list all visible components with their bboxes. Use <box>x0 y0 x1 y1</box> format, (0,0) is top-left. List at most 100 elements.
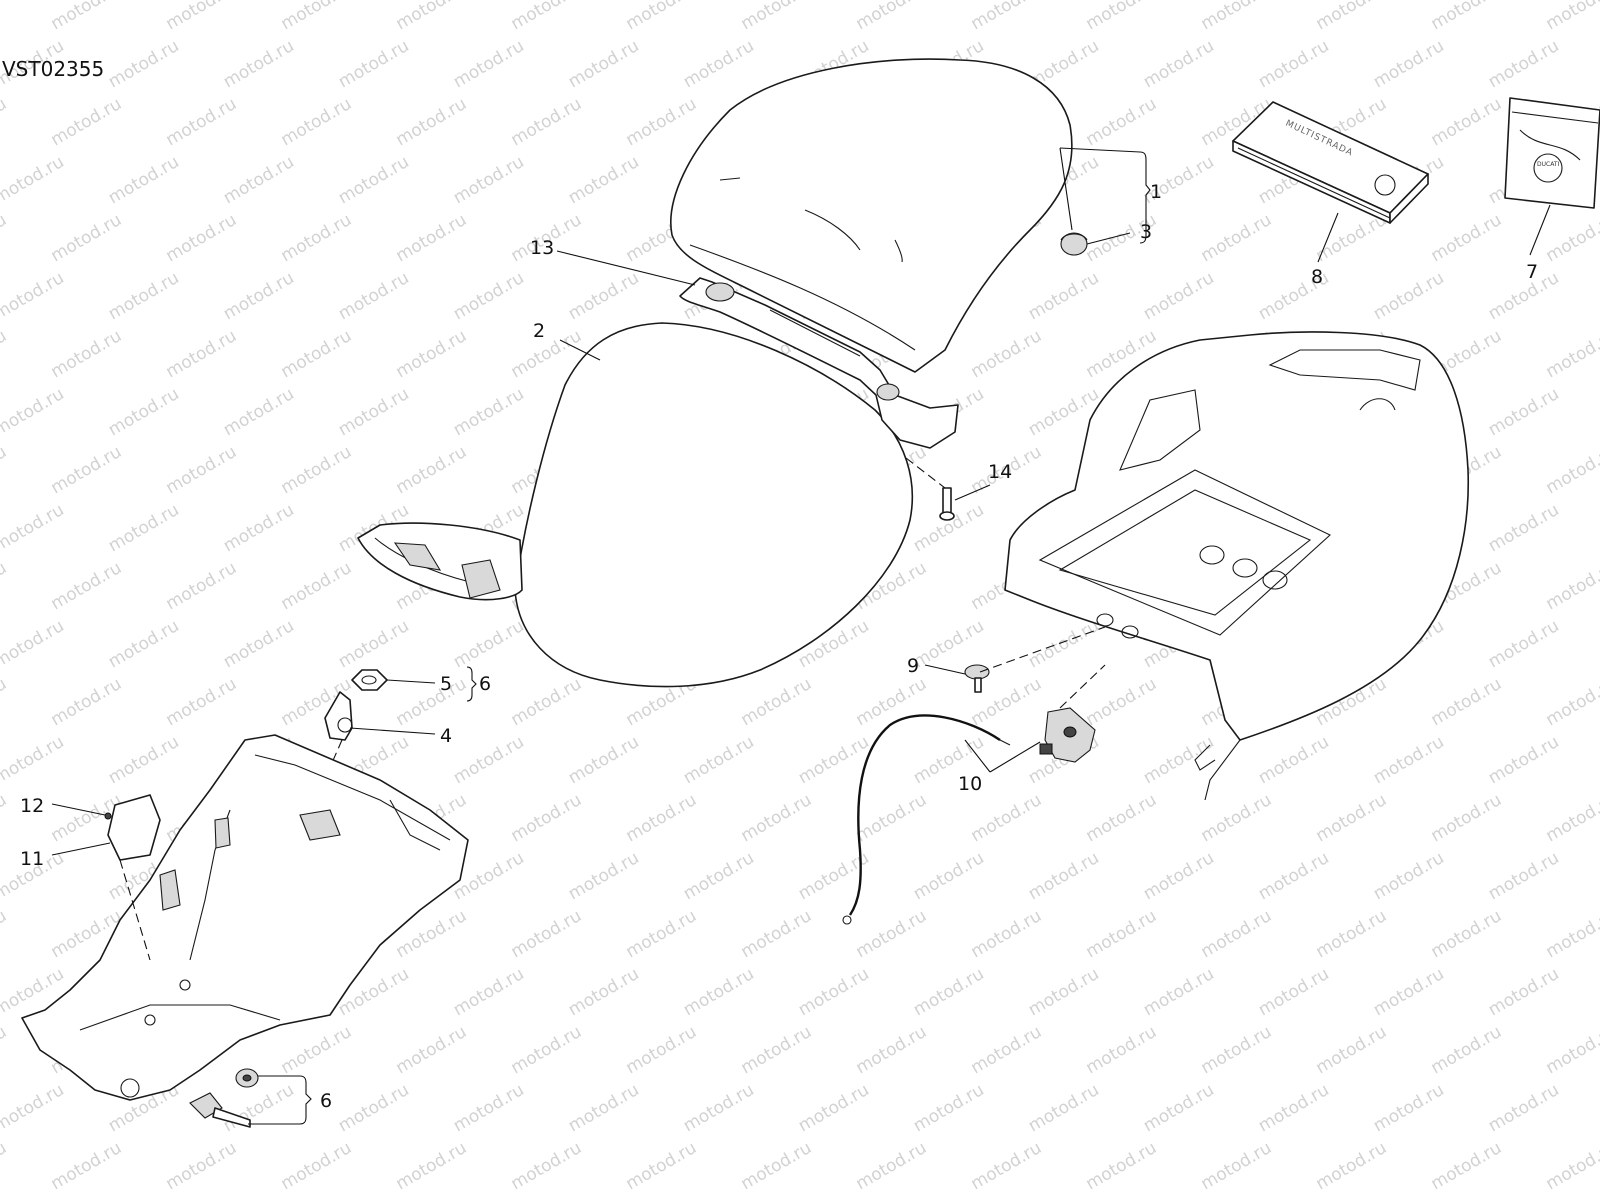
watermark-text: motod.ru <box>1485 732 1563 788</box>
watermark-text: motod.ru <box>738 790 816 846</box>
watermark-text: motod.ru <box>1485 1196 1563 1200</box>
watermark-text: motod.ru <box>1198 1138 1276 1194</box>
watermark-text: motod.ru <box>1025 268 1103 324</box>
watermark-text: motod.ru <box>163 326 241 382</box>
callout-2: 2 <box>533 320 545 342</box>
watermark-text: motod.ru <box>0 906 10 962</box>
watermark-text: motod.ru <box>105 616 183 672</box>
watermark-text: motod.ru <box>105 36 183 92</box>
callout-labels: 1 2 3 4 5 6 6 7 8 9 10 11 12 13 14 <box>20 181 1538 1112</box>
watermark-text: motod.ru <box>968 1022 1046 1078</box>
watermark-text: motod.ru <box>105 152 183 208</box>
watermark-text: motod.ru <box>1485 36 1563 92</box>
callout-6-top: 6 <box>479 673 491 695</box>
watermark-text: motod.ru <box>220 616 298 672</box>
watermark-text: motod.ru <box>1140 732 1218 788</box>
watermark-text: motod.ru <box>0 790 10 846</box>
watermark-text: motod.ru <box>163 0 241 34</box>
watermark-text: motod.ru <box>968 906 1046 962</box>
callout-3: 3 <box>1140 221 1152 243</box>
watermark-text: motod.ru <box>1083 906 1161 962</box>
watermark-text: motod.ru <box>220 268 298 324</box>
watermark-text: motod.ru <box>795 1080 873 1136</box>
watermark-text: motod.ru <box>1198 210 1276 266</box>
watermark-text: motod.ru <box>105 268 183 324</box>
watermark-text: motod.ru <box>393 326 471 382</box>
watermark-text: motod.ru <box>1255 1080 1333 1136</box>
watermark-text: motod.ru <box>163 210 241 266</box>
watermark-text: motod.ru <box>1543 674 1600 730</box>
watermark-text: motod.ru <box>680 732 758 788</box>
watermark-text: motod.ru <box>1485 500 1563 556</box>
watermark-text: motod.ru <box>335 152 413 208</box>
side-cover <box>107 794 161 961</box>
watermark-text: motod.ru <box>220 384 298 440</box>
watermark-text: motod.ru <box>450 1196 528 1200</box>
watermark-text: motod.ru <box>910 1080 988 1136</box>
watermark-text: motod.ru <box>1543 906 1600 962</box>
watermark-text: motod.ru <box>795 964 873 1020</box>
watermark-text: motod.ru <box>1485 384 1563 440</box>
watermark-text: motod.ru <box>853 0 931 34</box>
watermark-text: motod.ru <box>0 94 10 150</box>
watermark-text: motod.ru <box>0 616 68 672</box>
watermark-text: motod.ru <box>105 1196 183 1200</box>
watermark-text: motod.ru <box>450 616 528 672</box>
watermark-text: motod.ru <box>450 964 528 1020</box>
watermark-text: motod.ru <box>565 732 643 788</box>
watermark-text: motod.ru <box>623 1022 701 1078</box>
watermark-text: motod.ru <box>393 1138 471 1194</box>
callout-5: 5 <box>440 673 452 695</box>
watermark-text: motod.ru <box>278 210 356 266</box>
watermark-text: motod.ru <box>1255 36 1333 92</box>
watermark-text: motod.ru <box>1313 790 1391 846</box>
callout-12: 12 <box>20 795 44 817</box>
watermark-text: motod.ru <box>220 1196 298 1200</box>
watermark-text: motod.ru <box>1543 1022 1600 1078</box>
undertray <box>21 734 469 1101</box>
watermark-text: motod.ru <box>335 384 413 440</box>
watermark-text: motod.ru <box>450 268 528 324</box>
watermark-text: motod.ru <box>565 964 643 1020</box>
leader-lines <box>51 147 1551 1125</box>
watermark-text: motod.ru <box>1198 790 1276 846</box>
callout-6-bottom: 6 <box>320 1090 332 1112</box>
watermark-text: motod.ru <box>0 674 10 730</box>
watermark-text: motod.ru <box>1025 616 1103 672</box>
watermark-text: motod.ru <box>163 94 241 150</box>
watermark-text: motod.ru <box>335 268 413 324</box>
watermark-text: motod.ru <box>48 442 126 498</box>
watermark-text: motod.ru <box>853 790 931 846</box>
watermark-text: motod.ru <box>623 906 701 962</box>
watermark-text: motod.ru <box>0 0 10 34</box>
svg-text:DUCATI: DUCATI <box>1537 161 1560 168</box>
watermark-text: motod.ru <box>220 500 298 556</box>
watermark-text: motod.ru <box>393 94 471 150</box>
watermark-text: motod.ru <box>1083 1138 1161 1194</box>
watermark-text: motod.ru <box>1370 36 1448 92</box>
rider-seat <box>357 322 914 688</box>
watermark-text: motod.ru <box>853 1022 931 1078</box>
watermark-text: motod.ru <box>1543 790 1600 846</box>
watermark-text: motod.ru <box>968 790 1046 846</box>
watermark-text: motod.ru <box>853 674 931 730</box>
watermark-text: motod.ru <box>450 384 528 440</box>
watermark-text: motod.ru <box>0 1196 68 1200</box>
watermark-text: motod.ru <box>1313 1138 1391 1194</box>
watermark-text: motod.ru <box>393 442 471 498</box>
callout-4: 4 <box>440 725 452 747</box>
ignition-key <box>189 1092 251 1128</box>
watermark-text: motod.ru <box>680 964 758 1020</box>
watermark-text: motod.ru <box>565 268 643 324</box>
watermark-text: motod.ru <box>278 558 356 614</box>
watermark-text: motod.ru <box>278 0 356 34</box>
watermark-text: motod.ru <box>565 1080 643 1136</box>
watermark-text: motod.ru <box>48 674 126 730</box>
watermark-text: motod.ru <box>1485 964 1563 1020</box>
watermark-text: motod.ru <box>1313 1022 1391 1078</box>
watermark-text: motod.ru <box>1543 442 1600 498</box>
watermark-text: motod.ru <box>105 500 183 556</box>
watermark-text: motod.ru <box>163 558 241 614</box>
rear-subframe <box>1004 331 1470 801</box>
